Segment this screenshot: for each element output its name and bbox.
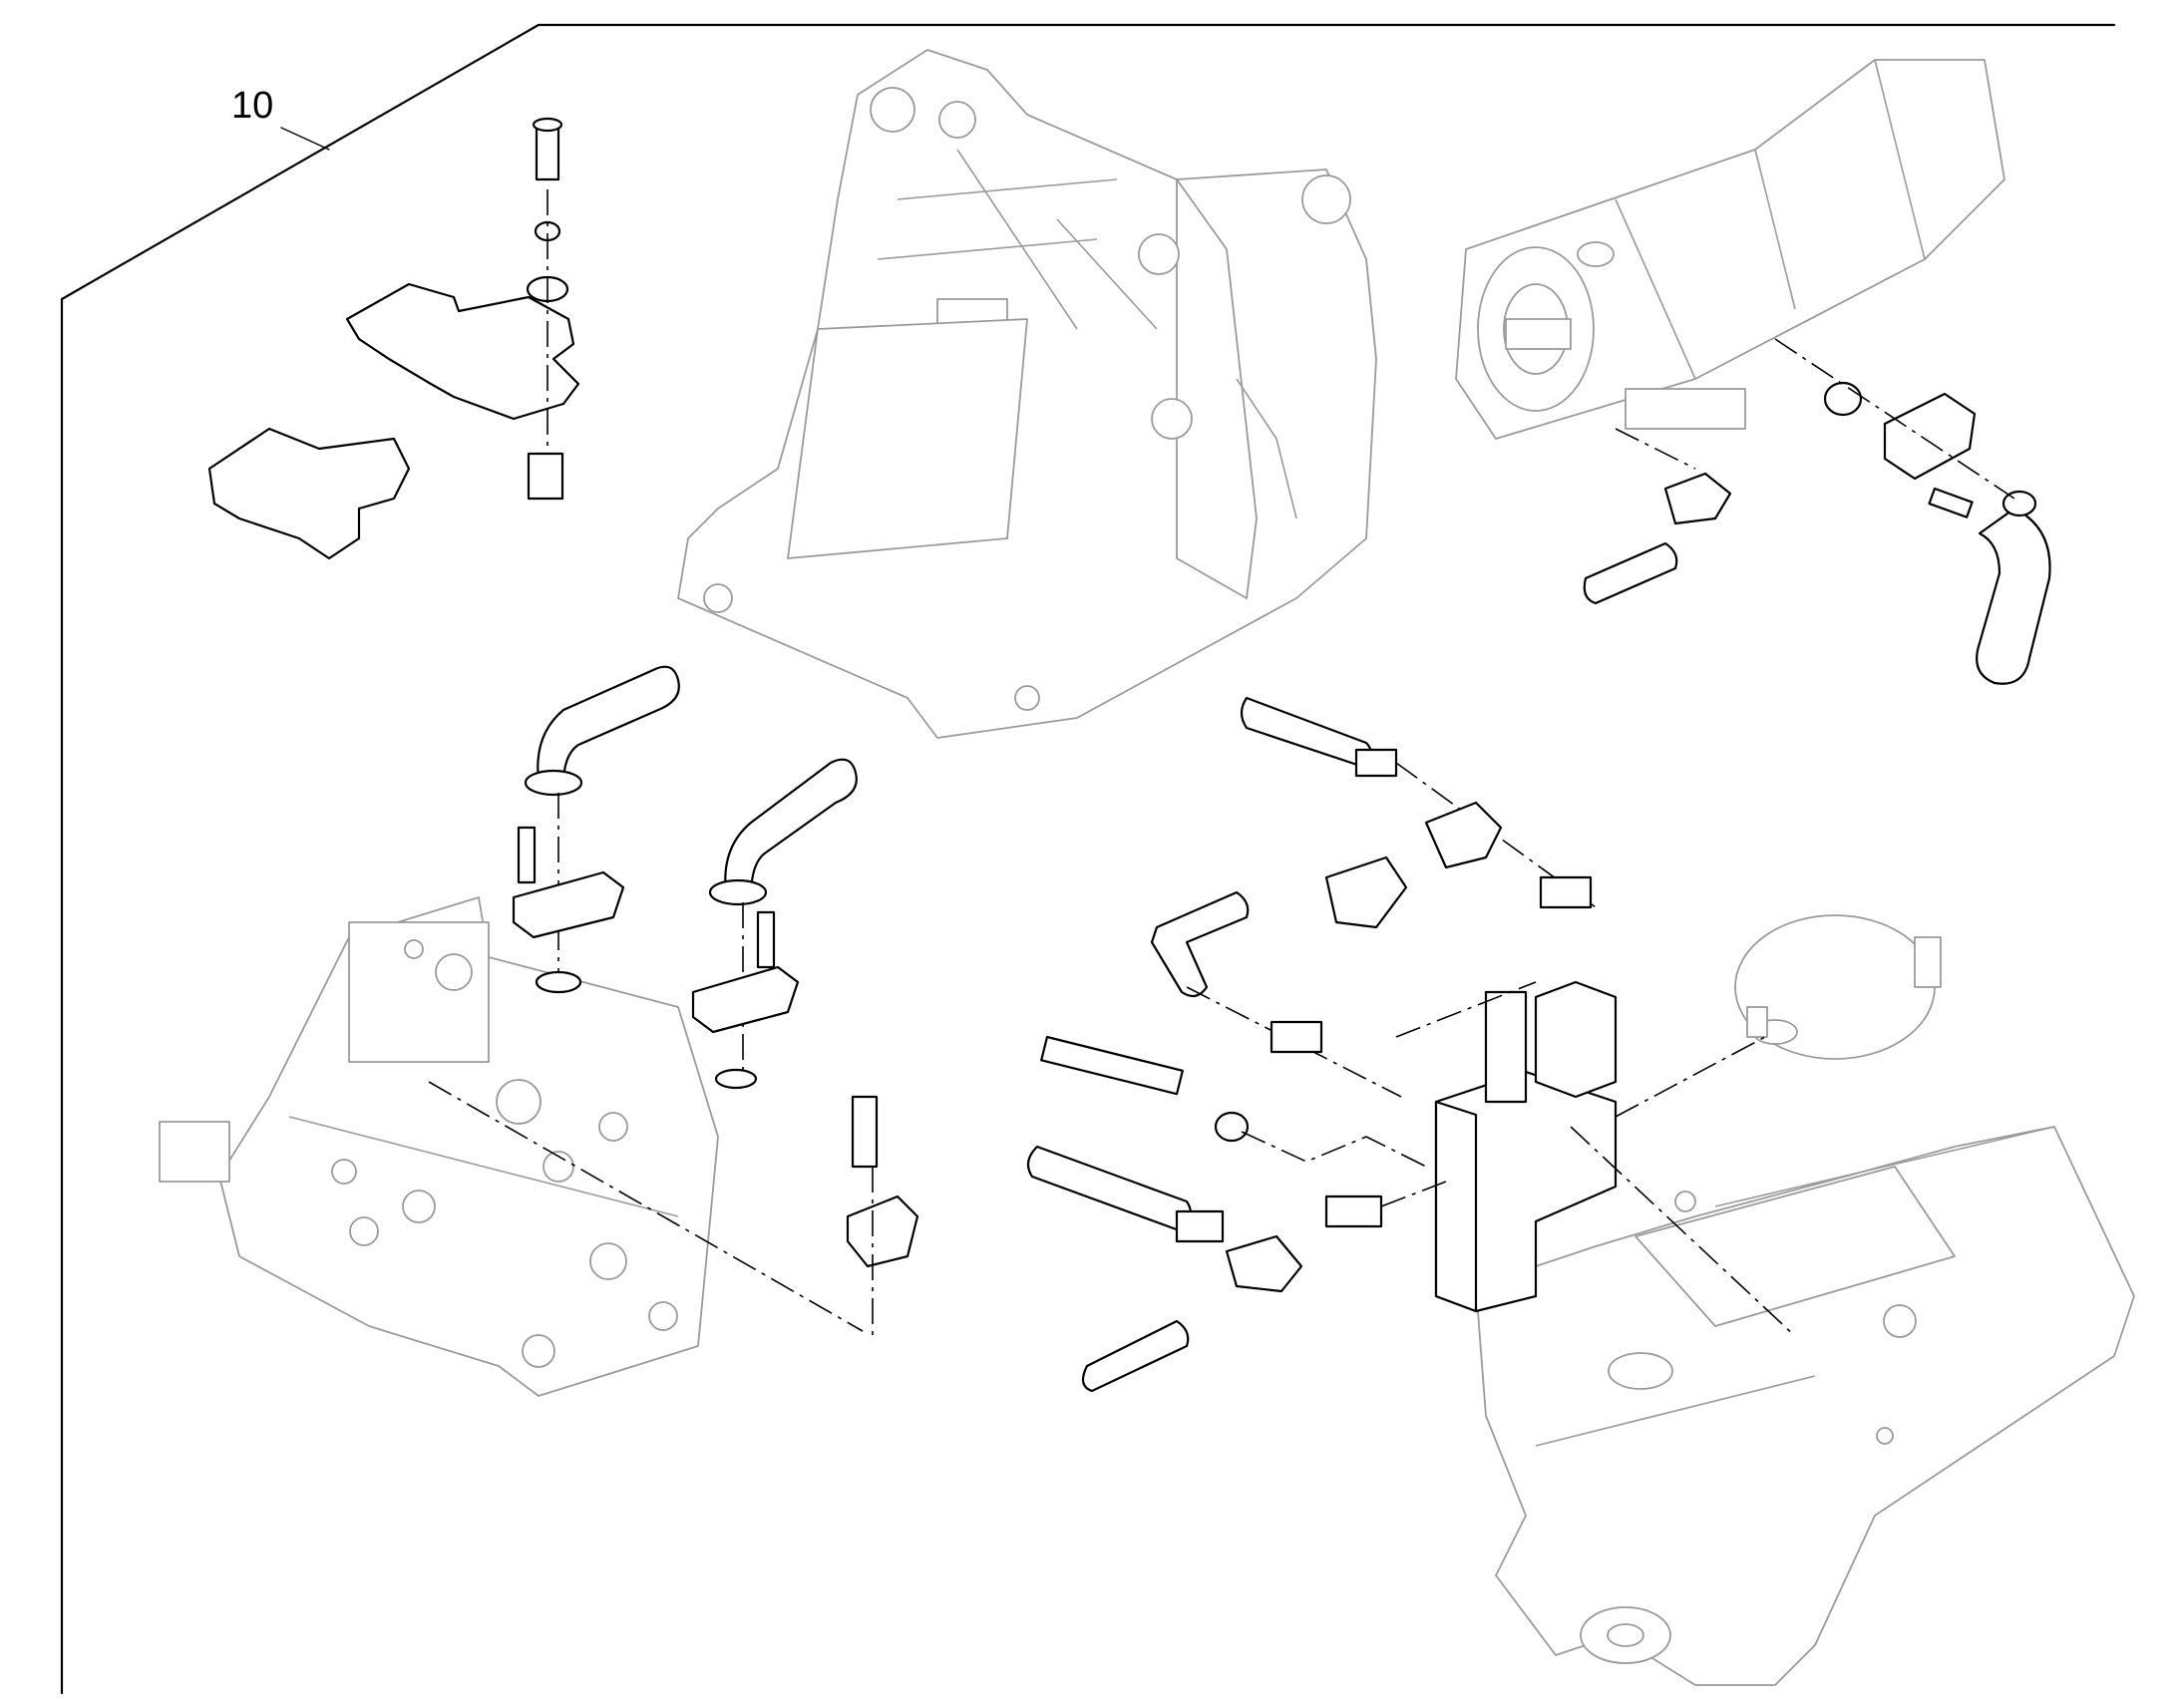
hose-end	[1583, 541, 1678, 605]
elbow-fitting	[1663, 472, 1732, 525]
bolt	[535, 123, 560, 181]
split-flange-clamp	[691, 965, 800, 1034]
o-ring	[714, 1068, 758, 1090]
flange-ring	[708, 878, 768, 906]
front-chassis-frame	[1475, 1126, 2135, 1686]
pressure-switch	[851, 1095, 879, 1169]
elbow-hose	[1976, 507, 2051, 685]
hose-lower	[1026, 1145, 1193, 1233]
o-ring	[1823, 381, 1863, 417]
adapter-fitting	[1270, 1020, 1323, 1054]
clamp-bolt	[756, 910, 776, 969]
manifold-face	[1434, 1100, 1478, 1313]
relief-valve	[1484, 990, 1528, 1104]
adapter-fitting	[1324, 1195, 1383, 1228]
tee-fitting	[1424, 801, 1503, 869]
long-bolt	[1040, 1035, 1184, 1096]
assembly-frame: 10	[60, 23, 2116, 1695]
adapter-fitting	[1539, 875, 1593, 909]
hydraulic-pump	[1455, 59, 2005, 440]
clamp-bolt	[517, 826, 537, 884]
pump-connections	[1583, 338, 2051, 685]
hose-nut	[1175, 1209, 1225, 1243]
hose-nut	[1354, 748, 1398, 778]
callout-number: 10	[231, 85, 273, 127]
mounting-kit	[207, 117, 580, 560]
clamp-bolt	[1928, 487, 1974, 518]
control-valve-block	[159, 896, 719, 1397]
elbow-hose-upper	[537, 665, 680, 787]
spacer-sleeve	[527, 452, 564, 501]
check-valve	[1324, 855, 1408, 929]
tee-fitting	[1225, 1234, 1303, 1293]
hose-upper-right	[1240, 696, 1373, 770]
elbow-hose-lower	[724, 758, 858, 899]
accumulator	[1734, 914, 1942, 1060]
split-flange-clamp	[512, 870, 625, 939]
bracket-plate	[207, 427, 411, 560]
split-flange-clamp	[1883, 392, 1977, 481]
flange-ring	[2001, 490, 2037, 517]
mounting-plate	[345, 282, 580, 421]
flange-ring	[524, 769, 583, 797]
bolt-head	[532, 117, 563, 133]
washer	[1214, 1111, 1250, 1143]
left-hose-assembly	[428, 665, 919, 1336]
hose-elbow-mid	[1150, 890, 1250, 998]
manifold-block-assembly	[1026, 696, 1796, 1393]
loader-frame	[677, 49, 1377, 739]
hex-plug	[1534, 980, 1618, 1099]
hose-end	[1081, 1319, 1190, 1393]
tee-fitting	[846, 1195, 919, 1268]
o-ring	[535, 970, 582, 994]
